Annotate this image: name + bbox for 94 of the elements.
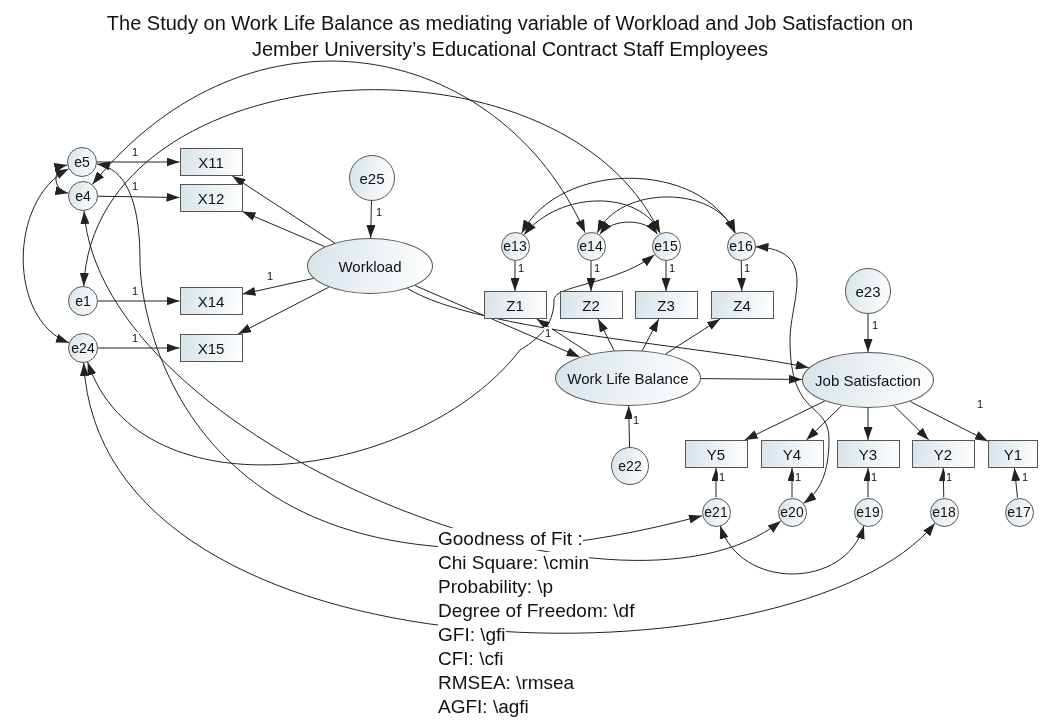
- arrow: [641, 318, 660, 352]
- arrow: [805, 405, 843, 441]
- double-headed-arrow: [719, 525, 865, 575]
- arrow: [909, 401, 989, 442]
- edge-label: 1: [944, 471, 954, 483]
- edge-label: 1: [742, 262, 752, 274]
- error-term-circle: e18: [929, 497, 959, 527]
- error-term-circle: e13: [500, 231, 530, 261]
- arrow: [242, 210, 326, 248]
- arrow: [863, 313, 873, 353]
- error-term-circle: e4: [68, 181, 98, 211]
- arrow: [700, 374, 803, 384]
- error-term-circle: e22: [611, 447, 649, 485]
- arrow: [661, 260, 671, 292]
- edge-label: 1: [130, 285, 140, 297]
- observed-variable-box: Z4: [710, 291, 774, 319]
- edge-label: 1: [793, 471, 803, 483]
- double-headed-arrow: [91, 60, 586, 234]
- diagram-title: The Study on Work Life Balance as mediating variable of Workload and Job Satisfaction on Jember University’s Educational Contract Staff Employees: [105, 11, 915, 62]
- edge-label: 1: [717, 471, 727, 483]
- arrow: [237, 286, 330, 335]
- arrow: [510, 260, 520, 292]
- double-headed-arrow: [521, 177, 736, 234]
- arrow: [231, 175, 336, 244]
- fit-statistic-text: Chi Square: \cmin: [438, 552, 589, 574]
- error-term-circle: e17: [1004, 497, 1034, 527]
- edge-label: 1: [592, 262, 602, 274]
- edge-label: 1: [130, 332, 140, 344]
- error-term-circle: e21: [701, 497, 731, 527]
- arrow: [737, 260, 747, 292]
- arrow: [597, 318, 615, 351]
- arrow: [665, 318, 721, 355]
- observed-variable-box: Y3: [836, 440, 900, 468]
- observed-variable-box: Y1: [988, 440, 1038, 468]
- double-headed-arrow: [87, 254, 655, 465]
- error-term-circle: e1: [68, 286, 98, 316]
- edge-label: 1: [631, 414, 641, 426]
- edge-label: 1: [1020, 471, 1030, 483]
- double-headed-arrow: [523, 200, 661, 236]
- observed-variable-box: X11: [179, 148, 243, 176]
- observed-variable-box: Y2: [911, 440, 975, 468]
- edge-label: 1: [975, 398, 985, 410]
- arrow: [96, 157, 180, 167]
- error-term-circle: e24: [68, 333, 98, 363]
- arrow: [97, 343, 180, 353]
- edge-label: 1: [130, 146, 140, 158]
- edge-label: 1: [516, 262, 526, 274]
- edge-label: 1: [869, 471, 879, 483]
- arrow: [586, 260, 596, 292]
- latent-variable-ellipse: Work Life Balance: [555, 350, 701, 406]
- edge-label: 1: [870, 319, 880, 331]
- arrow: [242, 277, 315, 296]
- error-term-circle: e5: [67, 147, 97, 177]
- edge-label: 1: [543, 327, 553, 339]
- double-headed-arrow: [82, 362, 936, 634]
- arrow: [893, 405, 930, 441]
- error-term-circle: e16: [726, 231, 756, 261]
- error-term-circle: e23: [845, 268, 891, 314]
- arrow: [863, 407, 873, 441]
- edge-label: 1: [667, 262, 677, 274]
- edge-label: 1: [374, 206, 384, 218]
- double-headed-arrow: [596, 196, 736, 234]
- arrow: [744, 400, 826, 441]
- observed-variable-box: Y5: [684, 440, 748, 468]
- arrow: [536, 318, 592, 355]
- arrow: [366, 200, 376, 239]
- error-term-circle: e15: [651, 231, 681, 261]
- arrow: [407, 288, 810, 370]
- double-headed-arrow: [53, 164, 69, 194]
- double-headed-arrow: [599, 221, 659, 235]
- observed-variable-box: X15: [179, 334, 243, 362]
- observed-variable-box: Z1: [483, 291, 547, 319]
- arrow: [1011, 467, 1021, 499]
- observed-variable-box: Y4: [760, 440, 824, 468]
- arrow: [414, 285, 581, 358]
- observed-variable-box: Z2: [559, 291, 623, 319]
- fit-statistic-text: GFI: \gfi: [438, 624, 506, 646]
- arrow: [97, 296, 180, 306]
- error-term-circle: e14: [576, 231, 606, 261]
- double-headed-arrow: [22, 168, 70, 344]
- arrow: [97, 192, 180, 202]
- double-headed-arrow: [755, 243, 830, 504]
- observed-variable-box: Z3: [634, 291, 698, 319]
- error-term-circle: e19: [853, 497, 883, 527]
- error-term-circle: e25: [349, 155, 395, 201]
- arrow: [624, 405, 634, 448]
- fit-statistic-text: Goodness of Fit :: [438, 528, 583, 550]
- observed-variable-box: X12: [179, 184, 243, 212]
- observed-variable-box: X14: [179, 287, 243, 315]
- latent-variable-ellipse: Workload: [307, 238, 433, 294]
- error-term-circle: e20: [777, 497, 807, 527]
- edge-label: 1: [265, 270, 275, 282]
- edge-label: 1: [130, 180, 140, 192]
- latent-variable-ellipse: Job Satisfaction: [802, 352, 934, 408]
